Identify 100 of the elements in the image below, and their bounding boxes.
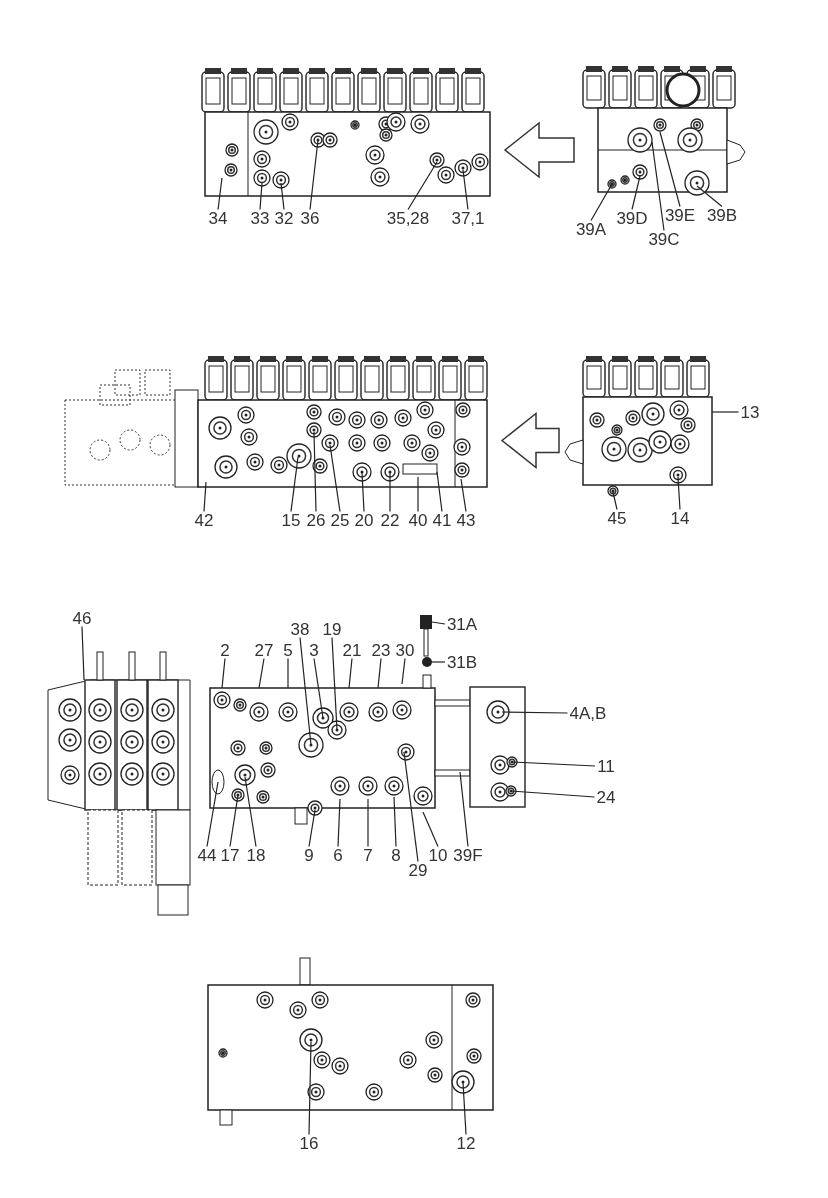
callout-number: 7 <box>363 845 373 865</box>
leader-line <box>259 182 263 211</box>
callout-number: 19 <box>322 619 342 639</box>
valve-block-front-view-drawing <box>64 356 488 488</box>
valve-block-top-view-drawing <box>201 68 491 197</box>
callout-number: 10 <box>428 845 448 865</box>
leader-line <box>244 776 257 848</box>
leader-line <box>677 476 681 511</box>
callout-number: 39E <box>664 205 696 225</box>
leader-line <box>407 161 438 211</box>
callout-number: 2 <box>220 640 230 660</box>
leader-line <box>459 771 469 848</box>
callout-number: 8 <box>391 845 401 865</box>
valve-block-bottom-view-drawing <box>207 957 494 1126</box>
block-arrow <box>503 121 575 179</box>
leader-line <box>206 781 219 848</box>
callout-number: 24 <box>596 787 616 807</box>
callout-number: 45 <box>607 508 627 528</box>
leader-line <box>221 657 226 689</box>
callout-number: 26 <box>306 510 326 530</box>
leader-line <box>308 809 316 848</box>
leader-line <box>331 636 338 731</box>
valve-block-end-view-drawing <box>564 356 713 497</box>
leader-line <box>217 177 223 211</box>
leader-line <box>501 711 569 714</box>
callout-number: 12 <box>456 1133 476 1153</box>
callout-number: 25 <box>330 510 350 530</box>
leader-line <box>651 141 665 232</box>
leader-line <box>377 657 382 689</box>
block-arrow <box>500 411 560 470</box>
callout-number: 32 <box>274 208 294 228</box>
leader-line <box>436 471 443 513</box>
leader-line <box>431 621 446 625</box>
leader-line <box>659 131 681 208</box>
callout-number: 39B <box>706 205 738 225</box>
leader-line <box>229 794 239 848</box>
callout-number: 17 <box>220 845 240 865</box>
valve-block-assembly-drawing <box>209 674 526 825</box>
callout-number: 3 <box>309 640 319 660</box>
callout-number: 39C <box>648 229 680 249</box>
callout-number: 14 <box>670 508 690 528</box>
leader-line <box>280 182 285 211</box>
callout-number: 13 <box>740 402 760 422</box>
leader-line <box>460 478 467 513</box>
callout-number: 23 <box>371 640 391 660</box>
leader-line <box>401 657 406 685</box>
leader-line <box>711 411 740 413</box>
callout-number: 35,28 <box>386 208 430 228</box>
callout-number: 31B <box>446 652 478 672</box>
callout-number: 22 <box>380 510 400 530</box>
callout-number: 44 <box>197 845 217 865</box>
leader-line <box>462 1081 467 1136</box>
leader-line <box>511 761 596 767</box>
leader-line <box>337 798 341 848</box>
callout-number: 39F <box>453 845 483 865</box>
callout-number: 11 <box>597 756 615 776</box>
leader-line <box>417 476 419 513</box>
callout-number: 9 <box>304 845 314 865</box>
leader-line <box>290 456 299 513</box>
callout-number: 40 <box>408 510 428 530</box>
callout-number: 41 <box>432 510 452 530</box>
leader-line <box>81 625 85 681</box>
callout-number: 5 <box>283 640 293 660</box>
callout-number: 18 <box>246 845 266 865</box>
valve-section-stack-drawing <box>47 651 191 916</box>
leader-line <box>389 471 391 513</box>
valve-block-side-view-drawing <box>582 66 746 196</box>
leader-line <box>631 175 641 211</box>
callout-number: 30 <box>395 640 415 660</box>
leader-line <box>203 481 207 513</box>
callout-number: 20 <box>354 510 374 530</box>
callout-number: 15 <box>281 510 301 530</box>
leader-line <box>348 657 353 689</box>
leader-line <box>329 444 341 513</box>
callout-number: 42 <box>194 510 214 530</box>
leader-line <box>696 185 723 208</box>
leader-line <box>422 811 439 848</box>
leader-line <box>361 471 365 513</box>
callout-number: 37,1 <box>451 208 485 228</box>
callout-number: 6 <box>333 845 343 865</box>
callout-number: 16 <box>299 1133 319 1153</box>
leader-line <box>258 657 265 689</box>
callout-number: 29 <box>408 860 428 880</box>
leader-line <box>612 491 618 511</box>
callout-number: 39A <box>575 219 607 239</box>
leader-line <box>313 657 324 719</box>
callout-number: 33 <box>250 208 270 228</box>
callout-number: 27 <box>254 640 274 660</box>
leader-line <box>462 169 469 211</box>
leader-line <box>287 657 289 689</box>
leader-line <box>510 790 596 798</box>
callout-number: 38 <box>290 619 310 639</box>
leader-line <box>367 798 369 848</box>
leader-line <box>431 661 446 663</box>
callout-number: 4A,B <box>569 703 607 723</box>
callout-number: 39D <box>616 208 648 228</box>
leader-line <box>393 796 397 848</box>
leader-line <box>309 139 319 211</box>
callout-number: 21 <box>342 640 362 660</box>
callout-number: 34 <box>208 208 228 228</box>
